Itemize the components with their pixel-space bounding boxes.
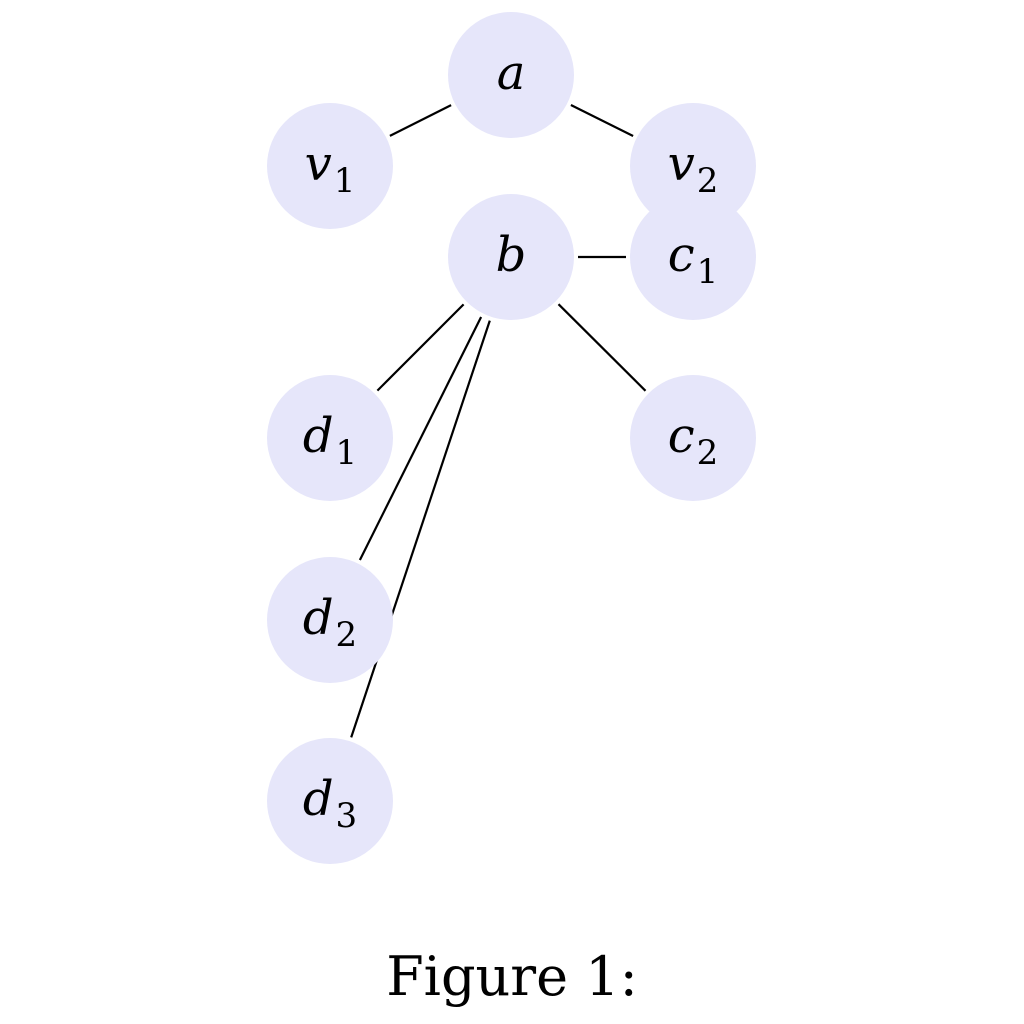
node-circle-d1 — [267, 375, 393, 501]
figure-caption: Figure 1: — [386, 945, 638, 1008]
node-v1: v1 — [267, 103, 393, 229]
node-circle-d2 — [267, 557, 393, 683]
edge-a-v2 — [570, 104, 634, 137]
node-label-c1: c1 — [668, 227, 719, 292]
edge-b-d1 — [376, 303, 465, 392]
node-label-sub-c1: 1 — [697, 252, 719, 292]
node-v2: v2 — [630, 103, 756, 229]
node-label-base-d3: d — [303, 771, 334, 827]
node-circle-a — [448, 12, 574, 138]
node-a: a — [448, 12, 574, 138]
edge-b-d2 — [358, 316, 483, 561]
node-label-d1: d1 — [303, 408, 357, 473]
node-label-base-v1: v — [305, 136, 332, 192]
node-circle-c1 — [630, 194, 756, 320]
node-label-base-c1: c — [668, 227, 695, 283]
edge-b-c2 — [557, 303, 647, 392]
node-label-sub-c2: 2 — [697, 433, 719, 473]
edge-b-d3 — [350, 320, 491, 738]
node-label-d2: d2 — [303, 590, 357, 655]
node-d3: d3 — [267, 738, 393, 864]
node-label-d3: d3 — [303, 771, 357, 836]
node-label-sub-d3: 3 — [336, 796, 358, 836]
node-label-sub-v2: 2 — [697, 161, 719, 201]
node-d1: d1 — [267, 375, 393, 501]
node-c2: c2 — [630, 375, 756, 501]
node-circle-c2 — [630, 375, 756, 501]
node-label-base-v2: v — [668, 136, 695, 192]
node-label-v1: v1 — [305, 136, 356, 201]
node-label-base-d1: d — [303, 408, 334, 464]
node-label-sub-d1: 1 — [336, 433, 358, 473]
node-d2: d2 — [267, 557, 393, 683]
node-label-v2: v2 — [668, 136, 719, 201]
edges-layer — [350, 104, 647, 738]
node-c1: c1 — [630, 194, 756, 320]
node-label-sub-d2: 2 — [336, 615, 358, 655]
node-circle-v1 — [267, 103, 393, 229]
node-circle-d3 — [267, 738, 393, 864]
node-circle-v2 — [630, 103, 756, 229]
node-label-b: b — [496, 227, 527, 283]
node-label-c2: c2 — [668, 408, 719, 473]
node-label-base-a: a — [497, 45, 526, 101]
node-label-sub-v1: 1 — [334, 161, 356, 201]
edge-a-v1 — [389, 104, 452, 137]
node-label-base-d2: d — [303, 590, 334, 646]
node-label-base-c2: c — [668, 408, 695, 464]
node-label-a: a — [497, 45, 526, 101]
node-b: b — [448, 194, 574, 320]
node-label-base-b: b — [496, 227, 527, 283]
node-circle-b — [448, 194, 574, 320]
